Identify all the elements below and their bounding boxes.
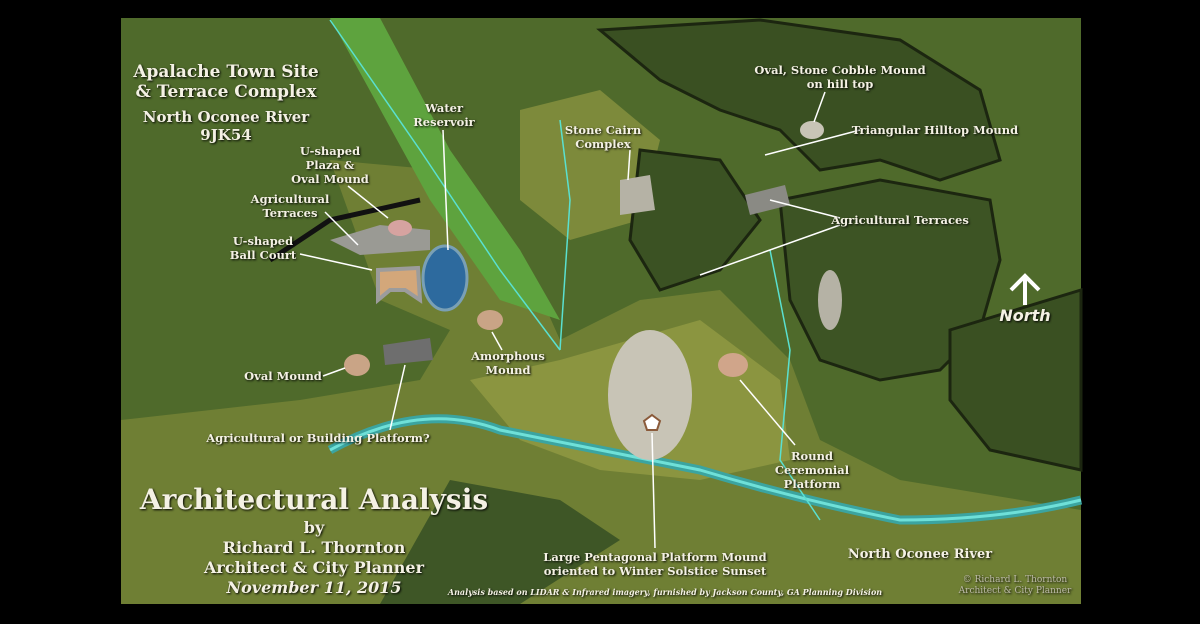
site-subtitle: North Oconee River 9JK54 [143,108,309,144]
pentagonal-mound [642,413,662,431]
title-line: & Terrace Complex [135,82,317,102]
oval-mound-plaza [388,220,412,236]
label-line: Amorphous [471,349,545,363]
round-ceremonial-platform [718,353,748,377]
building-platform [383,338,433,365]
label-building-platform: Agricultural or Building Platform? [206,431,430,445]
label-line: Agricultural [250,192,330,206]
subtitle-line: North Oconee River [142,108,310,126]
label-line: Reservoir [413,115,475,129]
site-title: Apalache Town Site & Terrace Complex [133,62,318,102]
label-line: Oval, Stone Cobble Mound [754,63,926,77]
title-line: Apalache Town Site [133,62,319,82]
label-line: Complex [575,137,631,151]
label-line: Stone Cairn [564,123,642,137]
credits-by: by [303,518,325,537]
copyright-line: Architect & City Planner [958,586,1072,596]
label-river: North Oconee River [847,547,993,562]
oval-mound [344,354,370,376]
ridge-center [628,148,762,292]
creek-east [769,249,821,521]
leader-lines [299,91,861,549]
river-highlight [329,417,1082,522]
credits-heading: Architectural Analysis [139,483,489,516]
label-line: Water [424,101,464,115]
source-note: Analysis based on LIDAR & Infrared image… [447,587,883,597]
label-line: on hill top [806,77,874,91]
ball-court [376,265,423,305]
ridge-north [596,18,1002,182]
label-line: Ceremonial [774,463,850,477]
credits-date: November 11, 2015 [226,578,402,597]
label-line: oriented to Winter Solstice Sunset [543,564,767,578]
north-label: North [999,306,1051,325]
north-arrow-icon [1009,273,1041,305]
amorphous-mound [477,310,503,330]
label-triangular-mound: Triangular Hilltop Mound [851,123,1019,137]
ridge-south [380,480,620,604]
label-line: U-shaped [232,234,294,248]
credits-role: Architect & City Planner [203,558,425,577]
water-reservoir [421,244,469,312]
pentagonal-platform [608,330,692,460]
label-line: Large Pentagonal Platform Mound [543,550,767,564]
ridge-far-east [948,287,1083,472]
label-line: Plaza & [305,158,355,172]
creek-center [559,119,571,351]
label-line: Terraces [262,206,318,220]
label-line: Oval Mound [291,172,369,186]
east-terraces [745,185,790,215]
stone-cobble-mound [800,121,824,139]
label-line: Ball Court [229,248,297,262]
terrace-edge [268,197,421,263]
label-line: U-shaped [299,144,361,158]
label-ag-terraces-east: Agricultural Terraces [831,213,969,227]
copyright-line: © Richard L. Thornton [962,575,1068,585]
site-code: 9JK54 [200,126,252,144]
label-oval-mound: Oval Mound [244,369,322,383]
credits-author: Richard L. Thornton [222,538,406,557]
label-line: Platform [783,477,841,491]
stone-cairn [620,175,655,215]
east-clearing [818,270,842,330]
creek-west [329,19,561,351]
label-line: Round [790,449,833,463]
label-line: Mound [485,363,531,377]
